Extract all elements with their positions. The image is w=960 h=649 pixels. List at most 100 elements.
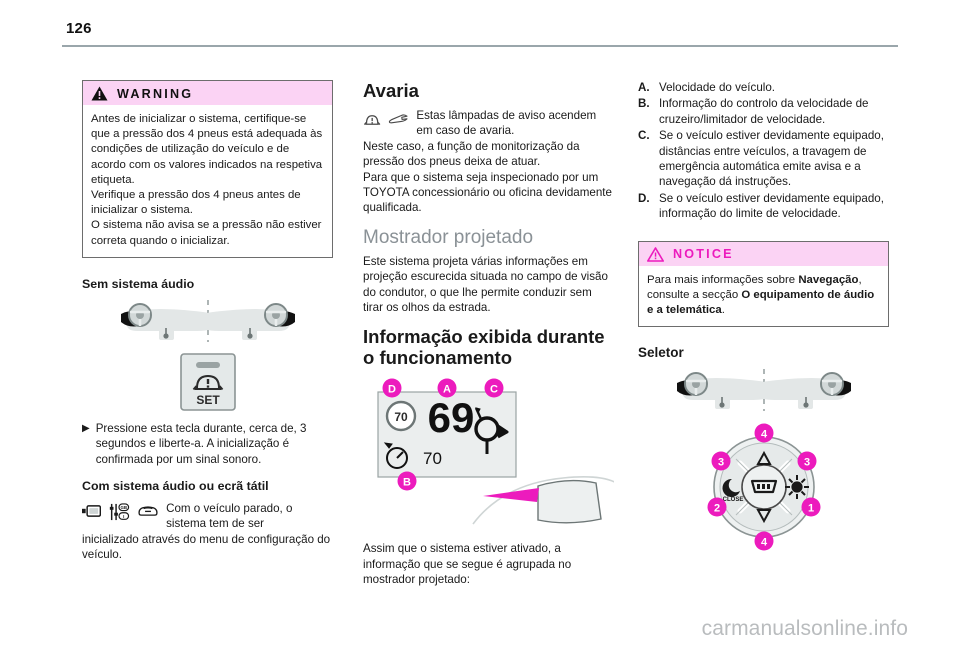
legend-marker: A. xyxy=(638,81,650,94)
hud-screen-icon xyxy=(750,480,777,494)
set-button-label: SET xyxy=(196,393,220,407)
selector-callout-3-left: 3 xyxy=(717,457,723,469)
dashboard-rhd xyxy=(753,372,851,410)
legend-text: Velocidade do veículo. xyxy=(659,81,776,94)
hud-legend-list: A. Velocidade do veículo. B. Informação … xyxy=(638,80,889,222)
warning-triangle-icon xyxy=(91,86,108,101)
cruise-control-icon xyxy=(383,442,408,470)
hud-speed-limit-value: 70 xyxy=(394,410,408,424)
hud-callouts: D A C B xyxy=(382,378,504,491)
warning-line: Antes de inicializar o sistema, certifiq… xyxy=(91,113,307,125)
notice-box: NOTICE Para mais informações sobre Naveg… xyxy=(638,240,889,328)
fault-icon-row: Estas lâmpadas de aviso acendem em caso … xyxy=(363,107,614,139)
notice-box-body: Para mais informações sobre Navegação, c… xyxy=(639,266,888,327)
hud-body-text: Este sistema projeta várias informações … xyxy=(363,254,608,315)
heading-avaria: Avaria xyxy=(363,80,419,101)
with-audio-icon-row: GB I Com o veículo parado, o sistema tem… xyxy=(82,500,333,532)
site-watermark: carmanualsonline.info xyxy=(701,617,908,640)
warning-box-label: WARNING xyxy=(117,86,194,101)
notice-bold-1: Navegação xyxy=(798,273,859,286)
selector-callout-1: 1 xyxy=(807,503,813,515)
tpms-set-button-icon: SET xyxy=(179,353,236,411)
head-up-display-figure: 70 69 70 xyxy=(377,378,619,525)
arrow-right-icon: ▶ xyxy=(82,422,90,434)
legend-text: Se o veículo estiver devidamente equipad… xyxy=(659,129,884,189)
notice-text-1: Para mais informações sobre xyxy=(647,273,799,286)
notice-text-3: . xyxy=(721,304,725,317)
selector-callout-2: 2 xyxy=(713,503,719,515)
display-screen-icon xyxy=(82,505,102,517)
column-left: WARNING Antes de inicializar o sistema, … xyxy=(82,80,333,563)
list-item: C. Se o veículo estiver devidamente equi… xyxy=(638,128,889,190)
settings-sliders-icon: GB I xyxy=(109,503,130,521)
sun-brightness-icon xyxy=(784,475,809,500)
list-item: D. Se o veículo estiver devidamente equi… xyxy=(638,191,889,222)
legend-marker: D. xyxy=(638,191,650,205)
notice-triangle-icon xyxy=(647,246,664,262)
heading-mostrador-projetado: Mostrador projetado xyxy=(363,226,534,248)
hud-after-figure-text: Assim que o sistema estiver ativado, a i… xyxy=(363,542,572,587)
dashboard-rhd xyxy=(197,302,295,340)
steering-wheel-lhd-rhd-figure xyxy=(676,369,851,412)
notice-box-header: NOTICE xyxy=(639,241,888,266)
hud-callout-b: B xyxy=(403,477,411,489)
triangle-down-icon xyxy=(755,509,772,524)
warning-line: acordo com os valores indicados na respe… xyxy=(91,158,323,171)
warning-line: O sistema não avisa se a pressão não est… xyxy=(91,219,322,232)
notice-box-label: NOTICE xyxy=(673,247,734,262)
fault-inline-text: Estas lâmpadas de aviso acendem em caso … xyxy=(416,109,597,138)
fault-body-text: Neste caso, a função de monitorização da… xyxy=(363,139,612,215)
triangle-up-icon xyxy=(755,451,772,466)
warning-line: inicializar o sistema. xyxy=(91,204,193,217)
list-item: B. Informação do controlo da velocidade … xyxy=(638,96,889,127)
warning-line: Verifique a pressão dos 4 pneus antes de xyxy=(91,189,301,202)
hud-callout-a: A xyxy=(443,384,451,396)
moon-dim-icon: CLOSE xyxy=(722,479,743,503)
instruction-bullet: ▶ Pressione esta tecla durante, cerca de… xyxy=(82,421,333,467)
warning-line: que a pressão dos 4 pneus está adequada … xyxy=(91,128,323,141)
steering-wheel-figure-left xyxy=(82,298,333,346)
notice-bold-2: O equipamento de áudio e a telemática xyxy=(647,288,875,317)
legend-text: Se o veículo estiver devidamente equipad… xyxy=(659,191,884,221)
with-audio-inline-text: Com o veículo parado, o sistema tem de s… xyxy=(166,502,293,531)
warning-box-body: Antes de inicializar o sistema, certifiq… xyxy=(83,105,332,257)
selector-callout-4-top: 4 xyxy=(760,429,767,441)
warning-line: etiqueta. xyxy=(91,173,135,186)
notice-text-2: , consulte a secção xyxy=(647,273,862,301)
svg-text:CLOSE: CLOSE xyxy=(722,497,743,503)
selector-callout-3-right: 3 xyxy=(803,457,809,469)
hud-figure: 70 69 70 xyxy=(363,374,619,539)
roundabout-navigation-icon xyxy=(474,407,509,455)
heading-no-audio: Sem sistema áudio xyxy=(82,276,195,291)
selector-figure: CLOSE 4 xyxy=(638,419,889,555)
tpms-warning-lamp-icon xyxy=(363,115,381,125)
svg-text:I: I xyxy=(123,514,124,519)
warning-box-header: WARNING xyxy=(83,81,332,105)
hud-rotary-selector-figure: CLOSE 4 xyxy=(707,423,820,551)
list-item: A. Velocidade do veículo. xyxy=(638,80,889,95)
warning-line: condições de utilização do veículo e de xyxy=(91,143,290,156)
hud-speed-value: 69 xyxy=(428,394,475,441)
hud-callout-d: D xyxy=(388,384,396,396)
svg-text:GB: GB xyxy=(121,505,128,510)
steering-wheel-figure-right xyxy=(638,367,889,415)
set-button-figure: SET xyxy=(82,352,333,414)
header-divider xyxy=(62,45,898,47)
page-number: 126 xyxy=(66,20,92,37)
hud-cruise-value: 70 xyxy=(423,449,442,468)
wrench-service-icon xyxy=(389,114,408,124)
column-right: A. Velocidade do veículo. B. Informação … xyxy=(638,80,889,555)
heading-seletor: Seletor xyxy=(638,345,684,361)
dashboard-lhd xyxy=(120,302,218,340)
legend-text: Informação do controlo da velocidade de … xyxy=(659,97,869,126)
vehicle-front-icon xyxy=(138,506,158,516)
legend-marker: C. xyxy=(638,129,650,143)
selector-callout-4-bottom: 4 xyxy=(760,537,767,549)
with-audio-text-rest: inicializado através do menu de configur… xyxy=(82,532,331,562)
column-middle: Avaria Estas lâmpadas de aviso acendem e… xyxy=(363,80,619,588)
legend-marker: B. xyxy=(638,97,650,111)
dashboard-lhd xyxy=(676,372,774,410)
warning-box: WARNING Antes de inicializar o sistema, … xyxy=(82,80,333,258)
hud-callout-c: C xyxy=(490,384,498,396)
